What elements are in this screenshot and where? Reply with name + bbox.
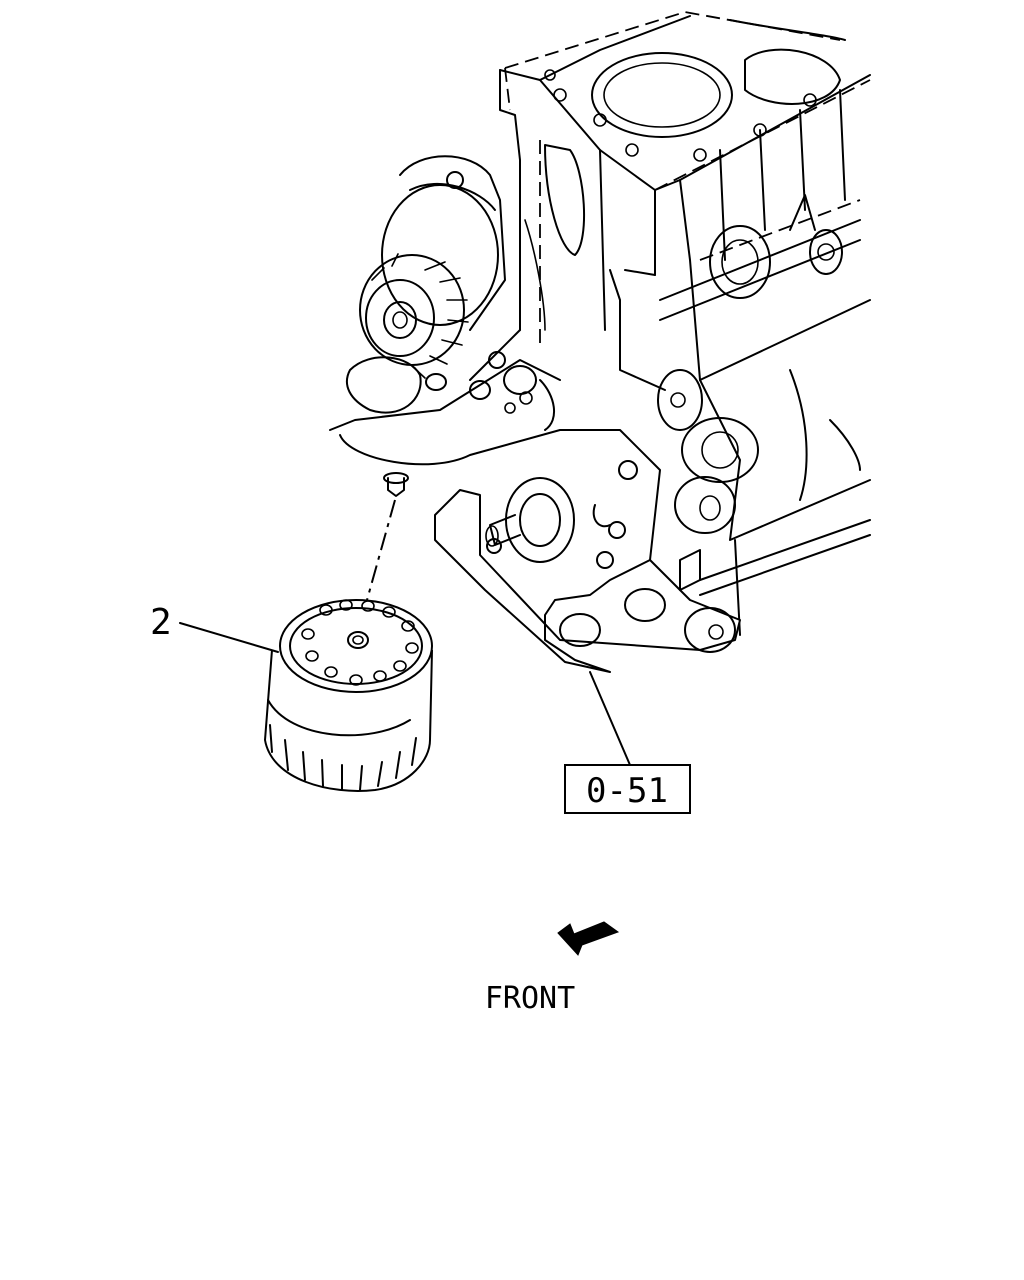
part-number-callout: 2 xyxy=(150,602,172,643)
oil-pump-housing xyxy=(329,356,741,673)
front-arrow-icon xyxy=(557,921,620,956)
reference-box[interactable]: 0-51 xyxy=(564,764,691,814)
timing-pulley xyxy=(359,155,506,379)
front-label: FRONT xyxy=(485,981,575,1016)
reference-box-label: 0-51 xyxy=(586,771,668,811)
oil-filter xyxy=(264,599,433,792)
engine-block xyxy=(469,11,871,636)
part-2-leader xyxy=(179,622,279,653)
reference-leader xyxy=(589,671,631,766)
